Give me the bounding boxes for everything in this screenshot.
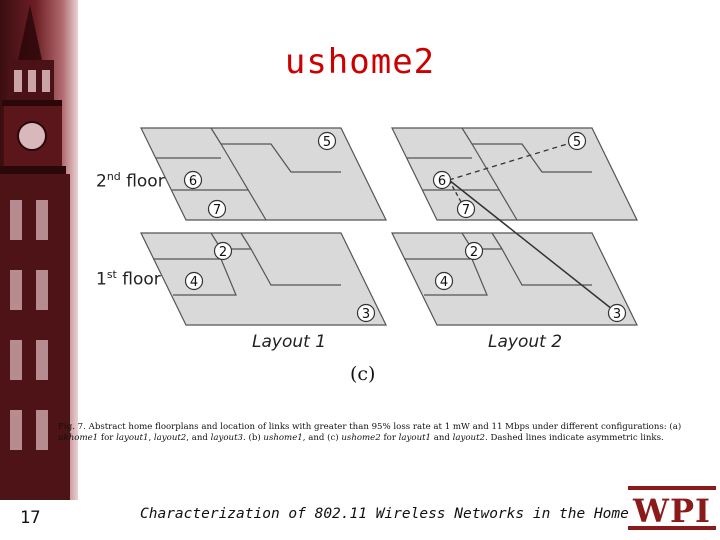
footer-title: Characterization of 802.11 Wireless Netw…	[140, 506, 629, 522]
node-label: 6	[189, 174, 197, 189]
layout2-floor1	[391, 232, 638, 326]
node-label: 4	[190, 275, 198, 290]
node-marker: 7	[207, 199, 227, 219]
figure-caption: Fig. 7. Abstract home floorplans and loc…	[58, 422, 682, 443]
subfigure-label: (c)	[350, 363, 376, 385]
node-marker: 4	[184, 271, 204, 291]
floor-label-1st: 1st floor	[96, 268, 161, 290]
svg-text:WPI: WPI	[632, 492, 711, 530]
link-6-5	[448, 140, 578, 181]
wpi-logo: WPI	[628, 486, 716, 530]
layout1-floor2	[140, 127, 387, 221]
node-label: 5	[323, 135, 331, 150]
node-label: 6	[438, 174, 446, 189]
node-marker: 3	[356, 303, 376, 323]
node-label: 3	[613, 307, 621, 322]
layout1-floor1	[140, 232, 387, 326]
node-marker: 4	[434, 271, 454, 291]
layout2-floor2	[391, 127, 638, 221]
page-number: 17	[20, 508, 41, 528]
node-label: 3	[362, 307, 370, 322]
node-label: 4	[440, 275, 448, 290]
node-marker: 3	[607, 303, 627, 323]
node-label: 7	[213, 203, 221, 218]
link-6-3	[448, 179, 618, 314]
link-6-7	[448, 179, 466, 210]
slide-title: ushome2	[284, 42, 436, 82]
node-marker: 7	[456, 199, 476, 219]
node-marker: 6	[183, 170, 203, 190]
node-label: 2	[219, 245, 227, 260]
layout2-label: Layout 2	[488, 332, 563, 352]
node-label: 2	[470, 245, 478, 260]
node-marker: 5	[317, 131, 337, 151]
node-marker: 2	[213, 241, 233, 261]
node-marker: 2	[464, 241, 484, 261]
tower-photo-strip	[0, 0, 78, 500]
node-marker: 6	[432, 170, 452, 190]
floor-label-2nd: 2nd floor	[96, 170, 165, 192]
node-label: 7	[462, 203, 470, 218]
clock-tower-image	[0, 5, 70, 500]
node-label: 5	[573, 135, 581, 150]
layout1-label: Layout 1	[252, 332, 327, 352]
node-marker: 5	[567, 131, 587, 151]
